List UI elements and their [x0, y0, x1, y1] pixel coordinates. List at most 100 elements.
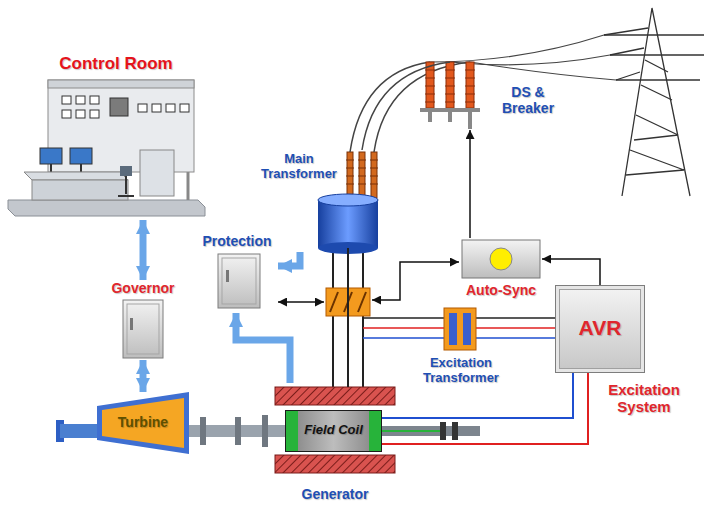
connector-line [542, 259, 600, 285]
main-transformer-symbol [318, 200, 378, 248]
transmission-tower [626, 60, 684, 175]
control-panel [62, 110, 71, 118]
label-text: Governor [100, 280, 186, 296]
generator-stator [275, 387, 395, 473]
main-transformer-symbol [347, 152, 353, 198]
signal-arrow [236, 313, 290, 383]
operator-desk [24, 148, 174, 200]
turbine-casing [97, 392, 189, 454]
connector-line [522, 327, 555, 329]
avr-cabinet: AVR [555, 285, 645, 373]
label-text: Turbine [97, 414, 189, 430]
transmission-wires [350, 35, 616, 152]
shaft [235, 417, 241, 445]
connector-line [469, 130, 471, 238]
shaft [380, 430, 440, 432]
main-transformer: Main Transformer [256, 150, 378, 252]
excitation-transformer-symbol [463, 313, 471, 345]
breaker: DS & Breaker [418, 60, 568, 130]
control-panel [138, 104, 147, 112]
label-text: AVR [556, 316, 644, 340]
operator-desk [40, 148, 62, 164]
generator-wires [332, 248, 334, 387]
signal-arrow [140, 360, 147, 392]
generator-stator [275, 455, 395, 473]
governor-cabinet [123, 300, 163, 358]
signal-arrows [278, 301, 324, 303]
label-text: Generator [268, 486, 402, 502]
auto-sync-unit [462, 240, 540, 278]
label-text: Main Transformer [256, 152, 342, 182]
shaft [440, 422, 446, 440]
label-text: Protection [196, 233, 278, 249]
breaker-insulators [446, 62, 454, 108]
breaker-insulators [426, 62, 434, 108]
shaft [262, 415, 268, 447]
label-text: Field Coil [286, 423, 381, 438]
control-panel [90, 110, 99, 118]
breaker-insulators [448, 112, 452, 122]
label-text: Control Room [41, 54, 191, 74]
control-panel [48, 80, 194, 88]
control-panel [90, 96, 99, 104]
signal-arrows [278, 262, 459, 302]
connector-line [362, 62, 450, 150]
governor-cabinet [123, 300, 163, 358]
auto-sync-unit [462, 240, 540, 278]
control-panel [152, 104, 161, 112]
control-panel [76, 110, 85, 118]
breaker-insulators [468, 112, 472, 129]
transmission-tower [604, 35, 704, 80]
control-panel [180, 104, 189, 112]
protection-cabinet [218, 254, 260, 308]
transmission-tower [622, 8, 690, 196]
control-panel [76, 96, 85, 104]
main-transformer-symbol [318, 194, 378, 206]
breaker-insulators [420, 108, 480, 112]
excitation-transformer: Excitation Transformer [400, 306, 522, 394]
transmission-wires [374, 62, 470, 152]
signal-arrow [278, 252, 300, 266]
breaker-insulators [428, 112, 432, 122]
label-text: DS & Breaker [490, 84, 566, 116]
operator-desk [70, 148, 92, 164]
governor-panel: Governor [100, 280, 186, 360]
connector-line [347, 248, 349, 387]
label-text: Auto-Sync [460, 282, 542, 298]
shaft [200, 417, 206, 445]
operator-desk [50, 164, 52, 172]
operator-desk [118, 195, 134, 197]
excitation-transformer-symbol [444, 308, 476, 350]
transmission-wires [430, 35, 604, 62]
main-transformer-symbol [346, 160, 378, 184]
protection-panel: Protection [196, 233, 278, 313]
governor-cabinet [130, 318, 133, 330]
field-coil: Field Coil [285, 410, 382, 452]
breaker-insulators [420, 62, 480, 129]
protection-cabinet [222, 258, 256, 304]
control-room: Control Room [5, 52, 210, 220]
transmission-tower [604, 8, 704, 196]
excitation-transformer-symbol [449, 313, 457, 345]
main-transformer-symbol [359, 152, 365, 198]
breaker-insulators [466, 62, 474, 108]
excitation-transformer-symbol [444, 308, 476, 350]
label-text: Excitation Transformer [400, 356, 522, 386]
auto-sync-unit [490, 248, 512, 270]
operator-desk [32, 180, 128, 200]
protection-cabinet [218, 254, 260, 308]
control-panel [62, 96, 71, 104]
control-panel [110, 98, 128, 116]
control-panel [187, 170, 190, 200]
control-room-floor [8, 200, 205, 216]
transmission-wires [470, 62, 616, 80]
auto-sync: Auto-Sync [460, 238, 542, 302]
operator-desk [24, 172, 128, 180]
protection-cabinet [226, 270, 229, 282]
shaft [60, 424, 98, 438]
generator: Generator Field Coil [268, 383, 402, 508]
operator-desk [140, 150, 174, 196]
label-text: Excitation System [596, 381, 692, 416]
shaft [452, 422, 458, 440]
